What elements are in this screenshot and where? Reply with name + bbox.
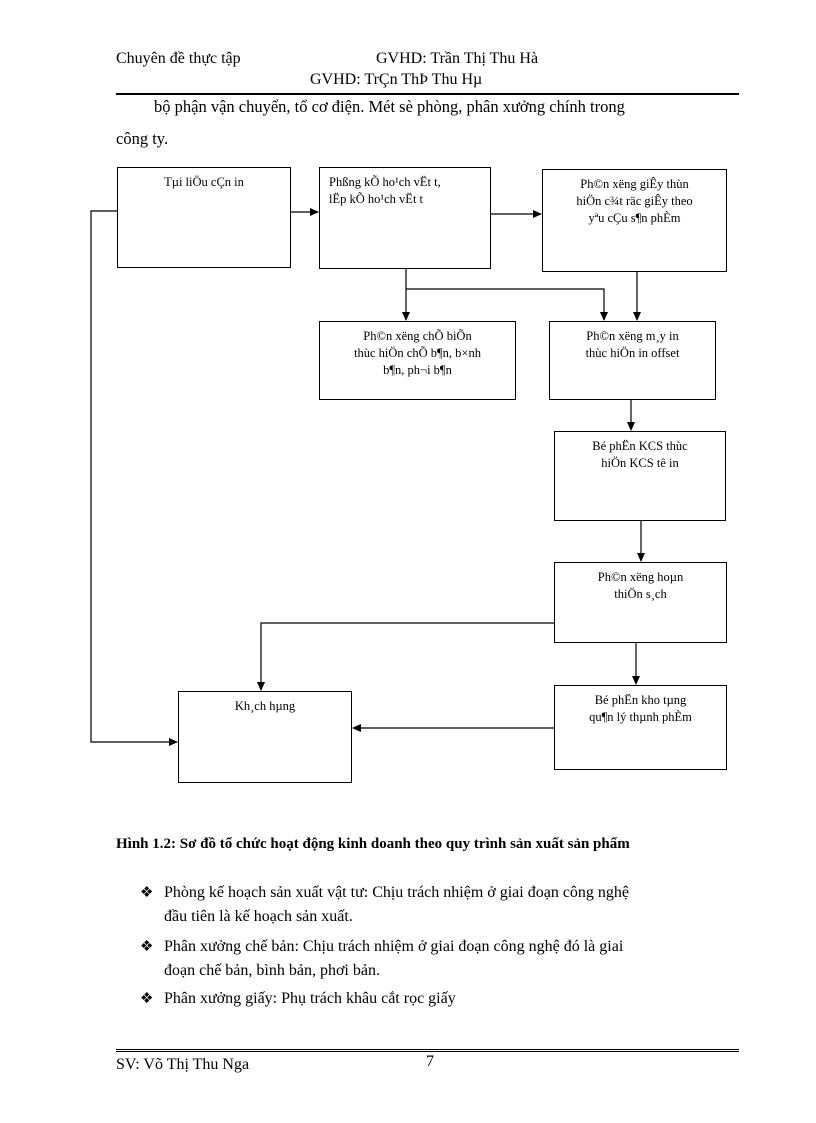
intro-line-2: công ty.	[116, 129, 169, 148]
box-khach-hang-label: Kh¸ch hµng	[234, 699, 296, 713]
header-right: GVHD: Trần Thị Thu Hà	[376, 50, 539, 67]
box-khach-hang: Kh¸ch hµng	[178, 691, 352, 783]
box-che-ban: Ph©n x­ëng chÕ biÕn thùc hiÖn chÕ b¶n, b…	[319, 321, 516, 400]
header-rule	[116, 93, 739, 95]
diamond-bullet-icon: ❖	[140, 991, 154, 1007]
page-number: 7	[426, 1053, 434, 1070]
box-hoan-thien-label: Ph©n x­ëng hoµn thiÖn s¸ch	[597, 570, 684, 601]
header-left: Chuyên đề thực tập	[116, 50, 241, 67]
box-kho: Bé phËn kho tµng qu¶n lý thµnh phÈm	[554, 685, 727, 770]
footer-rule	[116, 1049, 739, 1052]
bullet-item-1-line-1: Phòng kế hoạch sản xuất vật tư: Chịu trá…	[164, 884, 630, 901]
diamond-bullet-icon: ❖	[140, 885, 154, 901]
bullet-item-3: ❖ Phân xưởng giấy: Phụ trách khâu cắt rọ…	[140, 987, 739, 1011]
bullet-item-1: ❖ Phòng kế hoạch sản xuất vật tư: Chịu t…	[140, 881, 739, 929]
box-kho-label: Bé phËn kho tµng qu¶n lý thµnh phÈm	[589, 693, 692, 724]
bullet-item-3-line-1: Phân xưởng giấy: Phụ trách khâu cắt rọc …	[164, 990, 456, 1007]
box-tai-lieu-label: Tµi liÖu cÇn in	[164, 175, 244, 189]
box-giay-label: Ph©n x­ëng giÊy thùn hiÖn c¾t räc giÊy t…	[576, 177, 693, 225]
box-tai-lieu: Tµi liÖu cÇn in	[117, 167, 291, 268]
box-kcs-label: Bé phËn KCS thùc hiÖn KCS tê in	[592, 439, 688, 470]
box-may-in: Ph©n x­ëng m¸y in thùc hiÖn in offset	[549, 321, 716, 400]
box-hoan-thien: Ph©n x­ëng hoµn thiÖn s¸ch	[554, 562, 727, 643]
bullet-item-2-line-2: đoạn chế bản, bình bản, phơi bản.	[164, 962, 380, 979]
intro-line-1: bộ phận vận chuyển, tổ cơ điện. Mét sè p…	[154, 97, 625, 116]
figure-caption: Hình 1.2: Sơ đồ tổ chức hoạt động kinh d…	[116, 836, 630, 852]
box-che-ban-label: Ph©n x­ëng chÕ biÕn thùc hiÖn chÕ b¶n, b…	[354, 329, 481, 377]
box-may-in-label: Ph©n x­ëng m¸y in thùc hiÖn in offset	[585, 329, 680, 360]
header-garbled: GVHD: TrÇn ThÞ Thu Hµ	[310, 71, 483, 88]
bullet-item-1-line-2: đầu tiên là kế hoạch sản xuất.	[164, 908, 353, 925]
box-giay: Ph©n x­ëng giÊy thùn hiÖn c¾t räc giÊy t…	[542, 169, 727, 272]
box-ke-hoach-label: Phßng kÕ ho¹ch vËt t, lËp kÕ ho¹ch vËt t	[329, 175, 441, 206]
bullet-item-2-line-1: Phân xưởng chế bản: Chịu trách nhiệm ở g…	[164, 938, 624, 955]
box-ke-hoach: Phßng kÕ ho¹ch vËt t, lËp kÕ ho¹ch vËt t	[319, 167, 491, 269]
bullet-item-2: ❖ Phân xưởng chế bản: Chịu trách nhiệm ở…	[140, 935, 739, 983]
box-kcs: Bé phËn KCS thùc hiÖn KCS tê in	[554, 431, 726, 521]
diamond-bullet-icon: ❖	[140, 939, 154, 955]
footer-student: SV: Võ Thị Thu Nga	[116, 1056, 250, 1073]
